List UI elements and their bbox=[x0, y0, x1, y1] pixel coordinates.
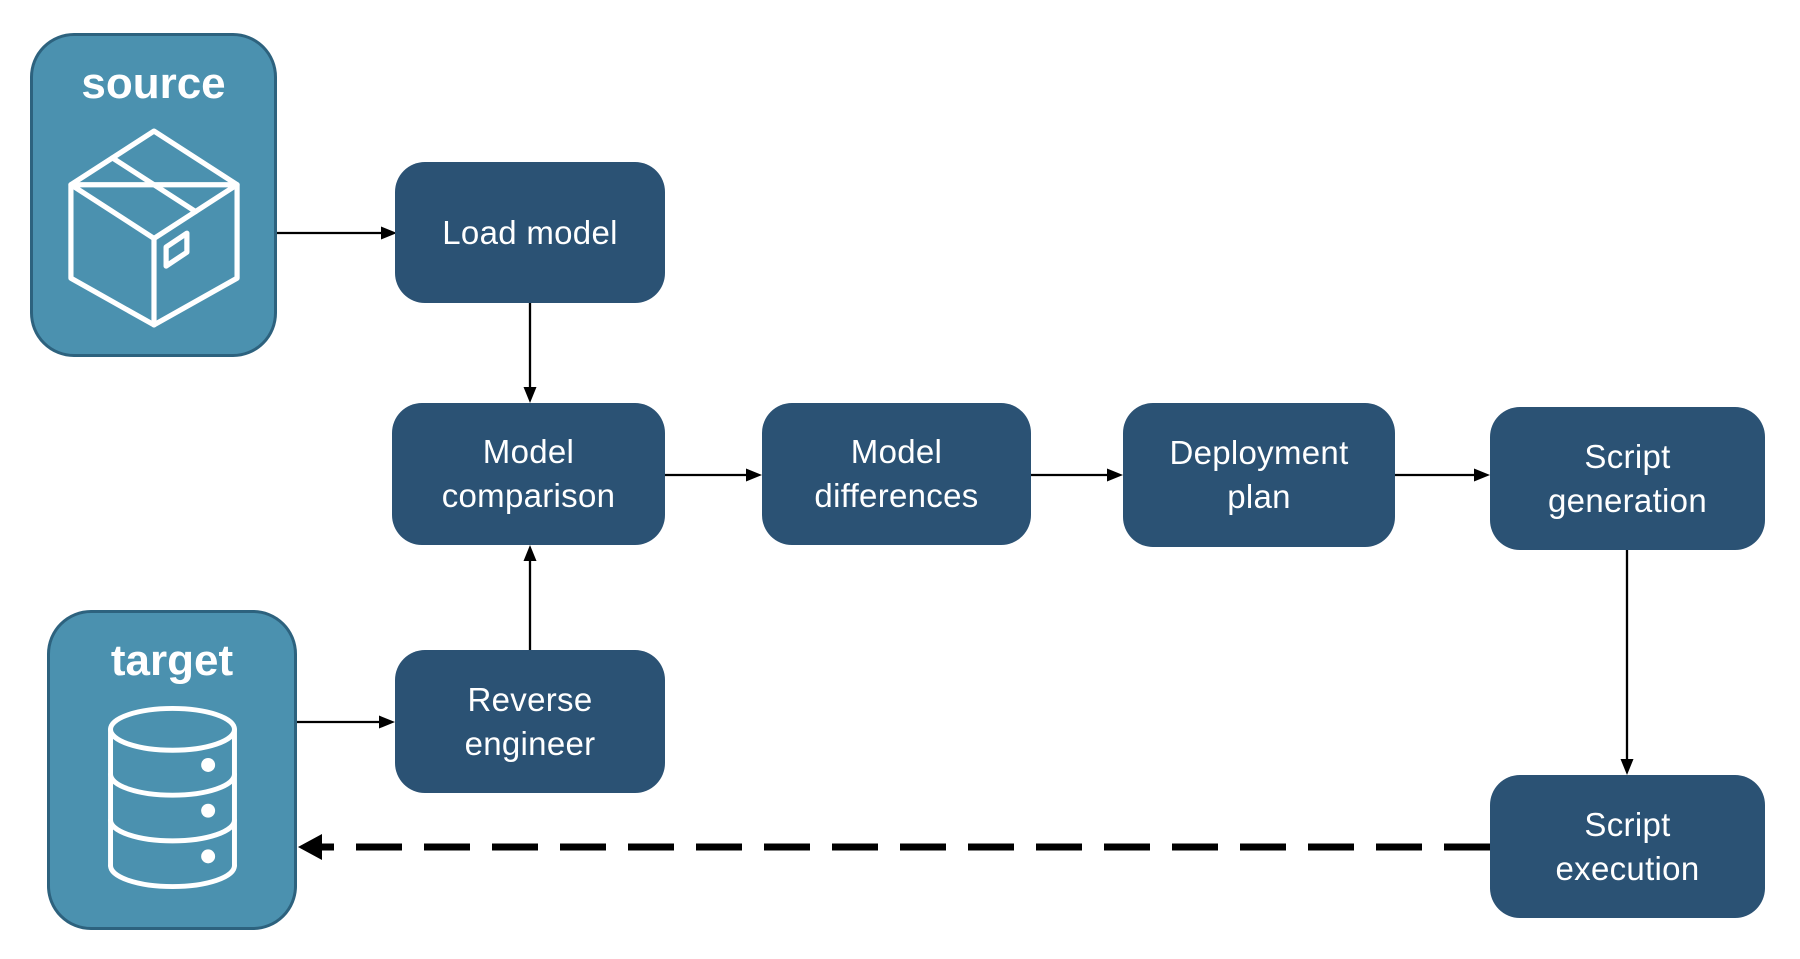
database-icon bbox=[107, 705, 237, 890]
node-model-comparison: Model comparison bbox=[392, 403, 665, 545]
node-label: Deployment plan bbox=[1169, 434, 1349, 515]
edge-model-differences-to-deployment-plan bbox=[1031, 468, 1123, 482]
arrowhead-right-icon bbox=[746, 468, 762, 482]
edge-script-execution-to-target-dashed bbox=[298, 834, 1490, 860]
node-label: Script execution bbox=[1555, 805, 1700, 887]
arrowhead-right-icon bbox=[379, 715, 395, 729]
node-load-model: Load model bbox=[395, 162, 665, 303]
edge-target-to-reverse-engineer bbox=[297, 715, 395, 729]
node-model-differences: Model differences bbox=[762, 403, 1031, 545]
node-reverse-engineer: Reverse engineer bbox=[395, 650, 665, 793]
node-label: Script generation bbox=[1548, 437, 1707, 519]
arrowhead-down-icon bbox=[1620, 759, 1634, 775]
source-label: source bbox=[81, 59, 226, 108]
edge-load-model-to-model-comparison bbox=[523, 303, 537, 403]
arrowhead-right-icon bbox=[381, 226, 397, 240]
arrowhead-right-icon bbox=[1107, 468, 1123, 482]
edge-reverse-engineer-to-model-comparison bbox=[523, 545, 537, 650]
node-deployment-plan: Deployment plan bbox=[1123, 403, 1395, 547]
node-script-execution: Script execution bbox=[1490, 775, 1765, 918]
arrowhead-up-icon bbox=[523, 545, 537, 561]
arrowhead-down-icon bbox=[523, 387, 537, 403]
endpoint-source: source bbox=[30, 33, 277, 357]
node-label: Model differences bbox=[814, 433, 979, 514]
package-icon bbox=[67, 128, 240, 328]
node-script-generation: Script generation bbox=[1490, 407, 1765, 550]
arrowhead-right-icon bbox=[1474, 468, 1490, 482]
edge-deployment-plan-to-script-generation bbox=[1395, 468, 1490, 482]
node-label: Model comparison bbox=[441, 433, 616, 514]
node-label: Reverse engineer bbox=[464, 680, 596, 762]
edge-model-comparison-to-model-differences bbox=[665, 468, 762, 482]
edge-source-to-load-model bbox=[277, 226, 397, 240]
target-label: target bbox=[110, 636, 234, 685]
edge-script-generation-to-script-execution bbox=[1620, 550, 1634, 775]
endpoint-target: target bbox=[47, 610, 297, 930]
arrowhead-left-icon bbox=[298, 834, 322, 860]
node-label: Load model bbox=[442, 213, 618, 251]
